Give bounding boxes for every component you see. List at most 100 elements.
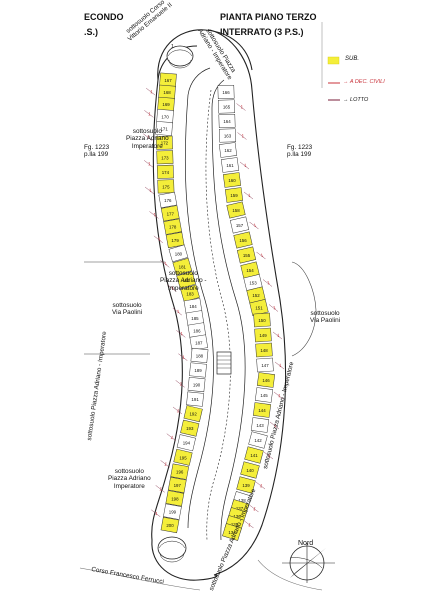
parking-space-box (173, 448, 193, 466)
annotation-mark: 1 (158, 236, 162, 241)
parking-space-number: 196 (176, 470, 184, 475)
parking-space-number: 147 (261, 363, 269, 368)
annotation-mark: 1 (278, 393, 282, 398)
left-title: ECONDO .S.) (84, 12, 124, 37)
parking-space: 147 (256, 357, 274, 373)
parking-space: 156 (233, 231, 253, 249)
parking-space-number: 156 (239, 238, 247, 243)
parking-space-box (250, 417, 270, 433)
parking-space-number: 171 (160, 126, 168, 131)
annotation-tick (249, 221, 259, 230)
ramp-outer-right (209, 29, 287, 576)
annotation-tick (172, 307, 182, 316)
parking-space-number: 137 (236, 506, 244, 511)
annotation-mark: 1 (176, 408, 180, 414)
parking-space-box (218, 142, 238, 158)
legend-label-lotto: → LOTTO (343, 97, 369, 103)
parking-space-box (170, 463, 190, 480)
parking-space-number: 152 (252, 293, 260, 298)
annotation-tick (243, 191, 254, 200)
annotation-mark: 1 (153, 212, 157, 217)
parking-space-number: 140 (246, 468, 254, 473)
parking-space-box (163, 503, 182, 520)
parking-space-box (248, 431, 268, 449)
parking-space-number: 164 (223, 119, 231, 124)
parking-space: 176 (158, 191, 178, 209)
parking-space-number: 195 (179, 455, 187, 460)
parking-space: 149 (254, 327, 272, 343)
parking-space-number: 192 (189, 412, 197, 417)
legend (327, 56, 340, 101)
parking-space-number: 163 (224, 134, 232, 139)
parking-space-number: 144 (258, 408, 266, 413)
parking-space-box (165, 231, 185, 249)
annotation-tick (272, 331, 283, 340)
parking-space-number: 168 (163, 90, 171, 95)
parking-space-number: 198 (171, 496, 179, 501)
parking-space: 192 (183, 405, 203, 423)
right-title: PIANTA PIANO TERZO INTERRATO (3 P.S.) (220, 12, 317, 37)
parking-space: 166 (217, 84, 235, 100)
parking-space-box (252, 402, 272, 418)
annotation-mark: 1 (277, 333, 280, 338)
parking-space: 163 (219, 128, 236, 143)
parking-space-box (220, 157, 240, 173)
parking-space-box (256, 357, 274, 373)
parking-space: 193 (180, 419, 200, 437)
parking-space-number: 165 (223, 105, 231, 110)
parking-space: 190 (187, 377, 206, 393)
parking-space-number: 176 (164, 198, 172, 203)
annotation-mark: 1 (260, 252, 264, 258)
parking-space-number: 200 (166, 523, 174, 528)
parking-space: 143 (250, 417, 270, 433)
annotation-marks: 1111111111111111111111111111111111 (143, 87, 285, 529)
parking-space: 178 (163, 218, 182, 235)
parking-space-number: 151 (255, 306, 263, 311)
legend-label-sub: SUB. (345, 56, 360, 62)
parking-space: 134 (222, 523, 242, 541)
parking-space: 140 (240, 461, 260, 479)
parking-space-box (168, 244, 189, 263)
parking-space-number: 172 (161, 141, 169, 146)
legend-label-dec: → A DEC. CIVILI (343, 79, 385, 85)
parking-space-number: 181 (179, 265, 187, 270)
parking-space-box (222, 172, 242, 188)
parking-space: 155 (236, 246, 257, 264)
annotation-mark: 1 (164, 461, 168, 467)
bottom-turnaround (151, 536, 218, 581)
parking-space-number: 160 (228, 178, 236, 183)
parking-space: 146 (256, 372, 276, 388)
annotation-mark: 1 (148, 161, 151, 166)
parking-space-box (163, 218, 182, 235)
parking-space-number: 178 (169, 225, 177, 230)
parking-space-number: 145 (260, 393, 268, 398)
annotation-mark: 1 (170, 435, 174, 441)
parking-space-number: 150 (258, 318, 266, 323)
parking-space-number: 149 (259, 333, 267, 338)
annotation-tick (176, 330, 186, 338)
parking-space: 169 (157, 96, 175, 112)
parking-space: 187 (189, 334, 209, 351)
label-north: Nord (298, 540, 314, 547)
parking-space-number: 199 (169, 510, 177, 515)
parking-space-box (256, 372, 276, 388)
annotation-tick (166, 433, 176, 441)
parking-space-box (189, 362, 207, 378)
parking-space: 148 (255, 342, 273, 358)
parking-space: 198 (165, 490, 185, 507)
annotation-tick (236, 103, 246, 111)
parking-space-box (165, 490, 185, 507)
site-line-bottom (79, 567, 201, 591)
parking-space-box (226, 201, 246, 219)
annotation-tick (172, 406, 183, 415)
parking-space-number: 167 (164, 78, 172, 83)
svg-text:1: 1 (171, 44, 174, 50)
parking-space: 157 (229, 216, 250, 234)
left-title-line-2: .S.) (84, 27, 99, 37)
parking-space-number: 187 (195, 340, 203, 345)
parking-space-number: 180 (175, 251, 183, 256)
annotation-tick (239, 161, 250, 170)
